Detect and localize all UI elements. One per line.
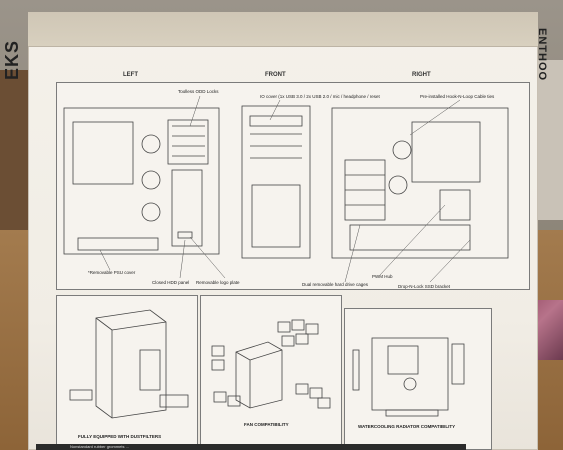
diagram-panel-radiators [344,308,492,450]
label-pwm-hub: PWM Hub [372,274,393,279]
header-left: LEFT [123,72,138,78]
left-view-case [63,107,220,255]
header-front: FRONT [265,72,286,78]
label-removable-logo-plate: Removable logo plate [196,280,240,285]
brand-right: ENTHOO [536,28,548,82]
label-hook-n-loop: Pre-installed Hook-N-Loop Cable ties [420,94,495,99]
wooden-door [0,70,30,260]
front-view-case [241,105,311,259]
footer-text: Nonstandard rubber grommets ... [70,444,129,449]
diagram-panel-dustfilters [56,295,198,447]
label-drop-n-lock: Drop-N-Lock SSD bracket [398,284,451,289]
caption-dustfilters: FULLY EQUIPPED WITH DUSTFILTERS [78,434,162,439]
caption-watercooling: WATERCOOLING RADIATOR COMPATIBILITY [358,424,456,429]
box-lid-edge [28,46,538,47]
packing-tape [28,12,538,46]
label-removable-psu-cover: *Removable PSU cover [88,270,136,275]
label-closed-hdd-panel: Closed HDD panel [152,280,190,285]
right-view-case [331,107,509,259]
diagram-panel-fans [200,295,342,447]
caption-fan-compat: FAN COMPATIBILITY [244,422,289,427]
label-dual-removable-cages: Dual removable hard drive cages [302,282,369,287]
label-toolless-odd: Toolless ODD Locks [178,89,219,94]
footer-strip [36,444,466,450]
diagram-panel-views [56,82,530,290]
header-right: RIGHT [412,72,431,78]
label-io-cover: IO cover (1x USB 3.0 / 2x USB 2.0 / mic … [260,94,380,99]
